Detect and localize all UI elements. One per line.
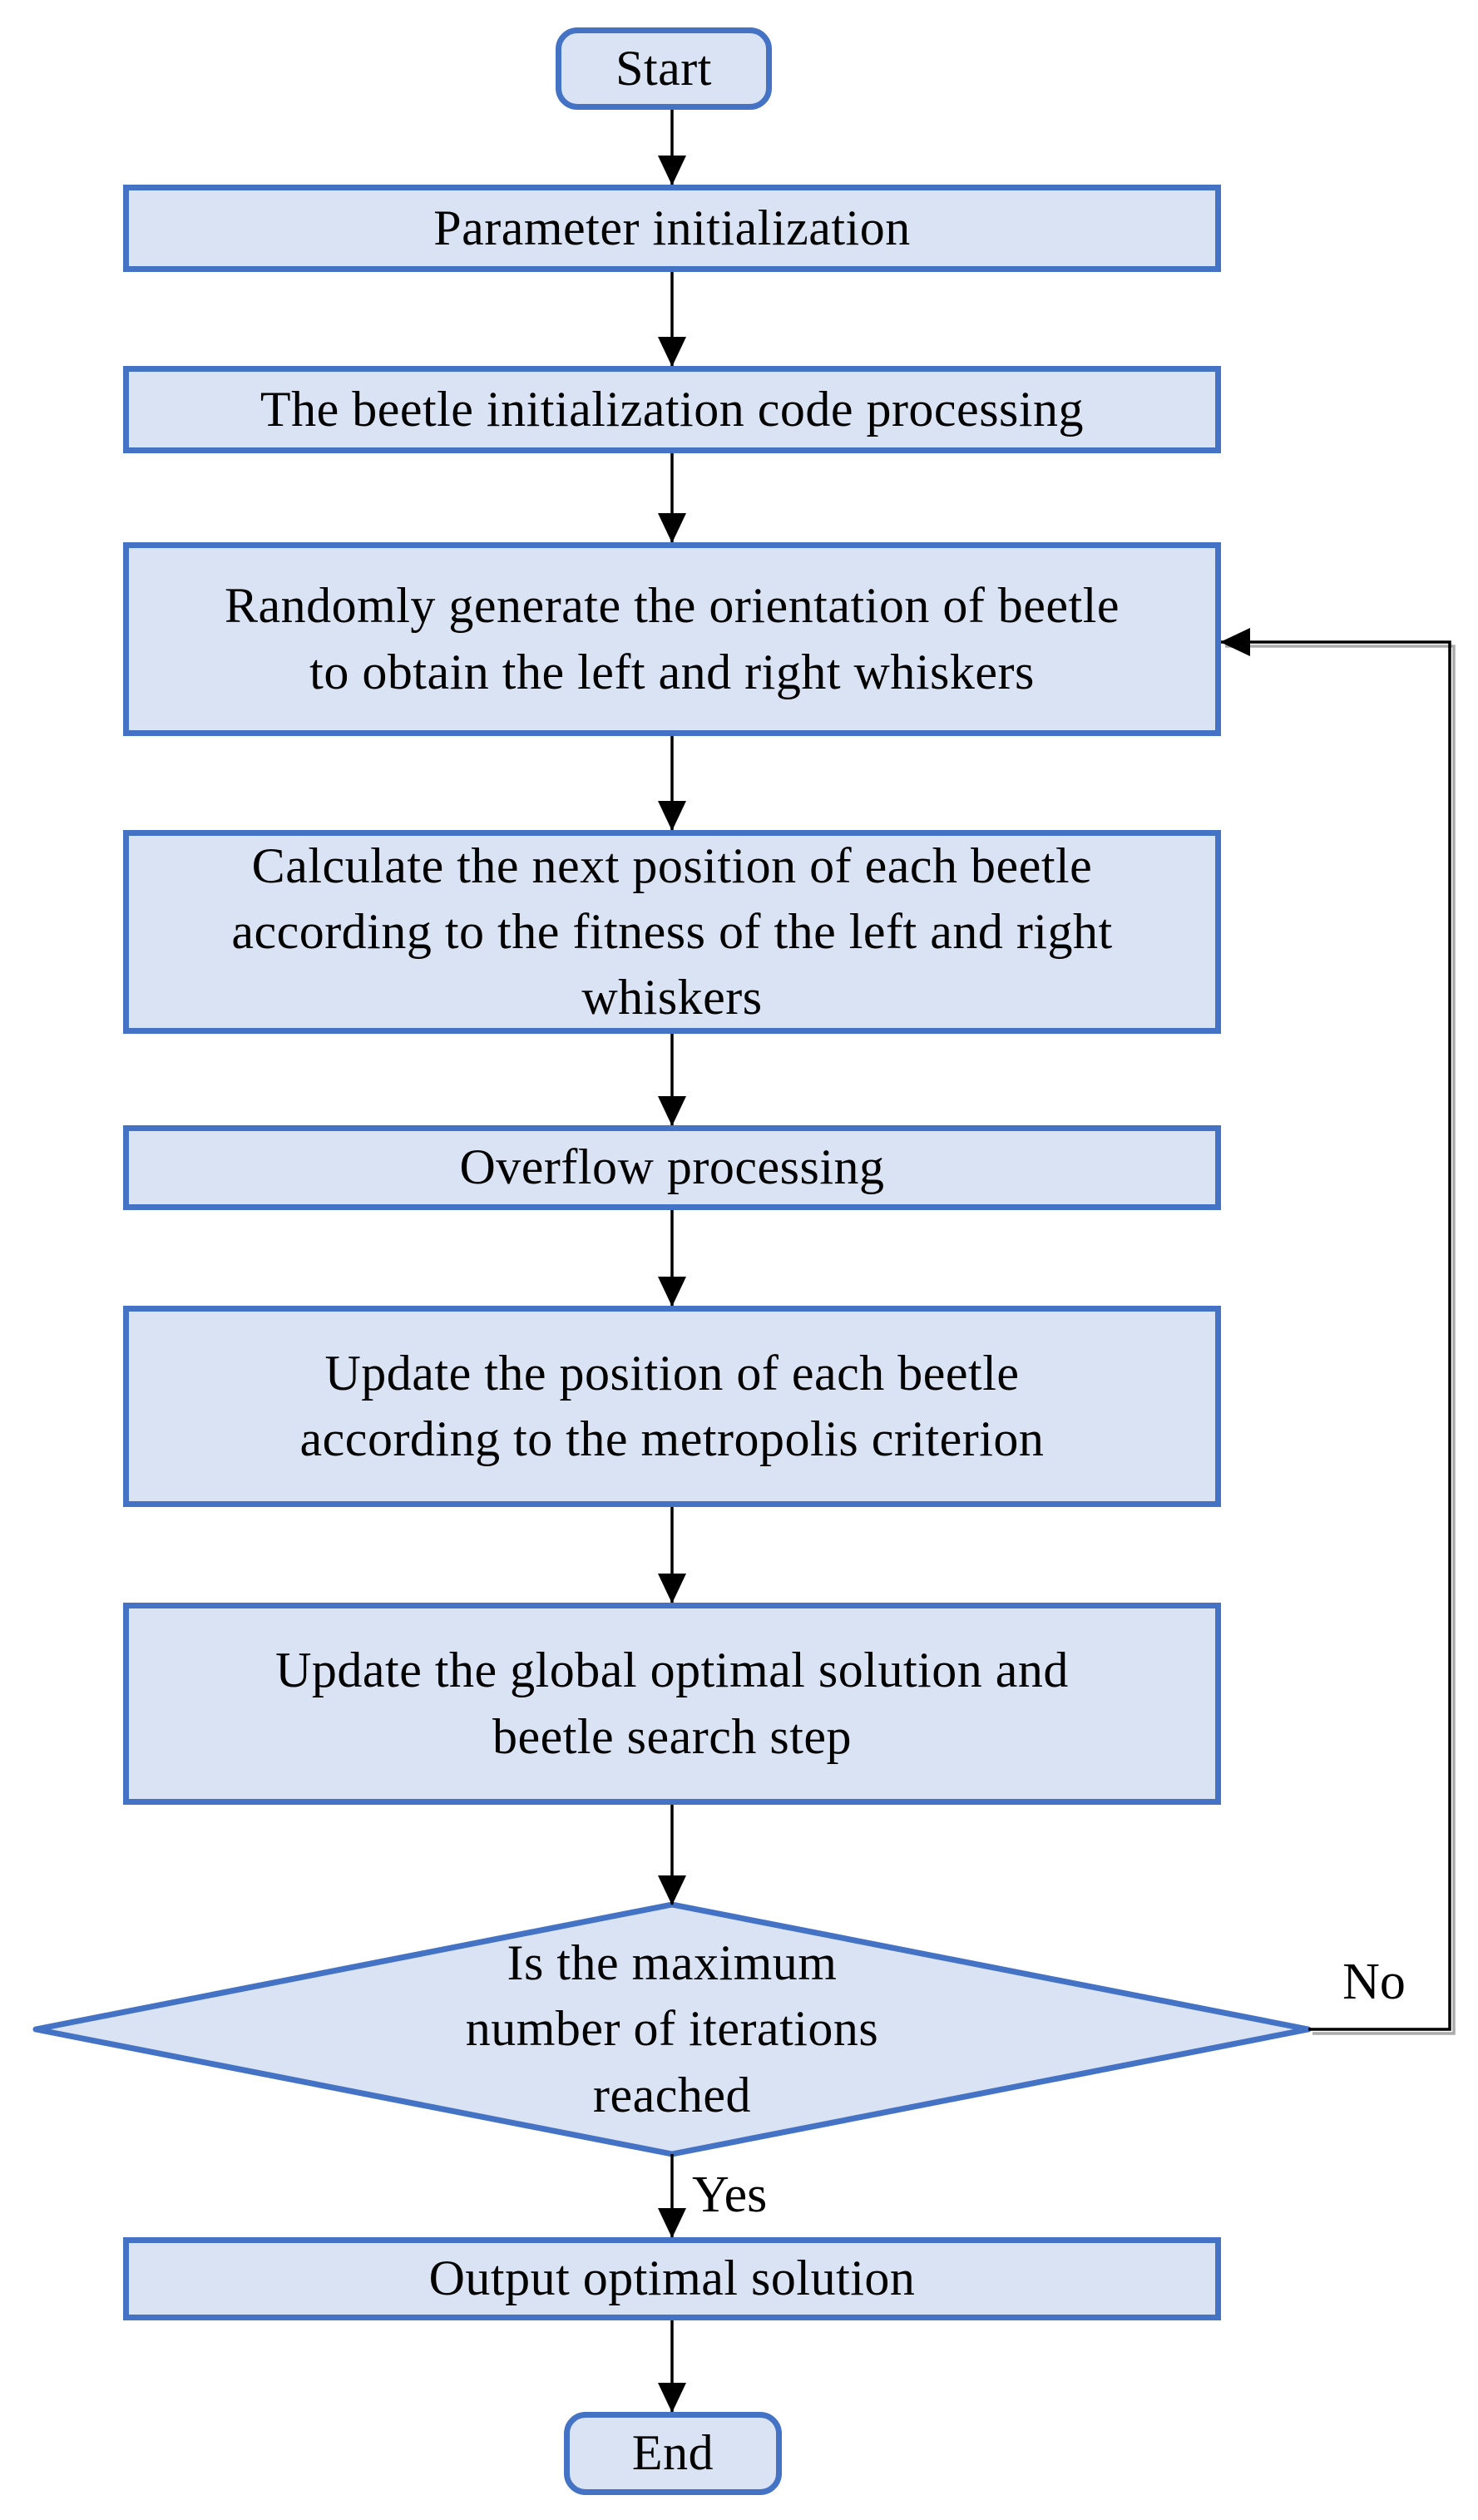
node-start-label: Start bbox=[615, 40, 712, 96]
node-parameter-initialization: Parameter initialization bbox=[123, 185, 1221, 272]
node-update-global-optimal: Update the global optimal solution and b… bbox=[123, 1603, 1221, 1805]
node-calculate-next-position: Calculate the next position of each beet… bbox=[123, 830, 1221, 1034]
no-loop-shadow bbox=[1225, 645, 1456, 2035]
edge-label-yes: Yes bbox=[692, 2167, 768, 2223]
node-overflow-processing: Overflow processing bbox=[123, 1125, 1221, 1210]
node-update-position-metropolis-label: Update the position of each beetle accor… bbox=[299, 1345, 1045, 1466]
node-calculate-next-position-label: Calculate the next position of each beet… bbox=[231, 838, 1113, 1025]
node-output-optimal-solution-label: Output optimal solution bbox=[428, 2251, 916, 2306]
node-random-orientation: Randomly generate the orientation of bee… bbox=[123, 542, 1221, 736]
node-beetle-initialization-label: The beetle initialization code processin… bbox=[260, 381, 1085, 437]
node-random-orientation-label: Randomly generate the orientation of bee… bbox=[224, 578, 1120, 699]
decision-max-iterations-label: Is the maximum number of iterations reac… bbox=[465, 1935, 879, 2122]
node-beetle-initialization: The beetle initialization code processin… bbox=[123, 366, 1221, 453]
node-output-optimal-solution: Output optimal solution bbox=[123, 2237, 1221, 2320]
node-update-global-optimal-label: Update the global optimal solution and b… bbox=[275, 1643, 1069, 1764]
node-overflow-processing-label: Overflow processing bbox=[459, 1139, 885, 1195]
no-loop-arrow bbox=[1220, 628, 1451, 2031]
node-end-label: End bbox=[631, 2425, 714, 2481]
decision-max-iterations: Is the maximum number of iterations reac… bbox=[381, 1913, 963, 2146]
node-update-position-metropolis: Update the position of each beetle accor… bbox=[123, 1306, 1221, 1507]
node-parameter-initialization-label: Parameter initialization bbox=[433, 200, 911, 255]
node-start: Start bbox=[556, 27, 772, 110]
edge-label-no: No bbox=[1342, 1954, 1406, 2010]
node-end: End bbox=[564, 2412, 782, 2495]
